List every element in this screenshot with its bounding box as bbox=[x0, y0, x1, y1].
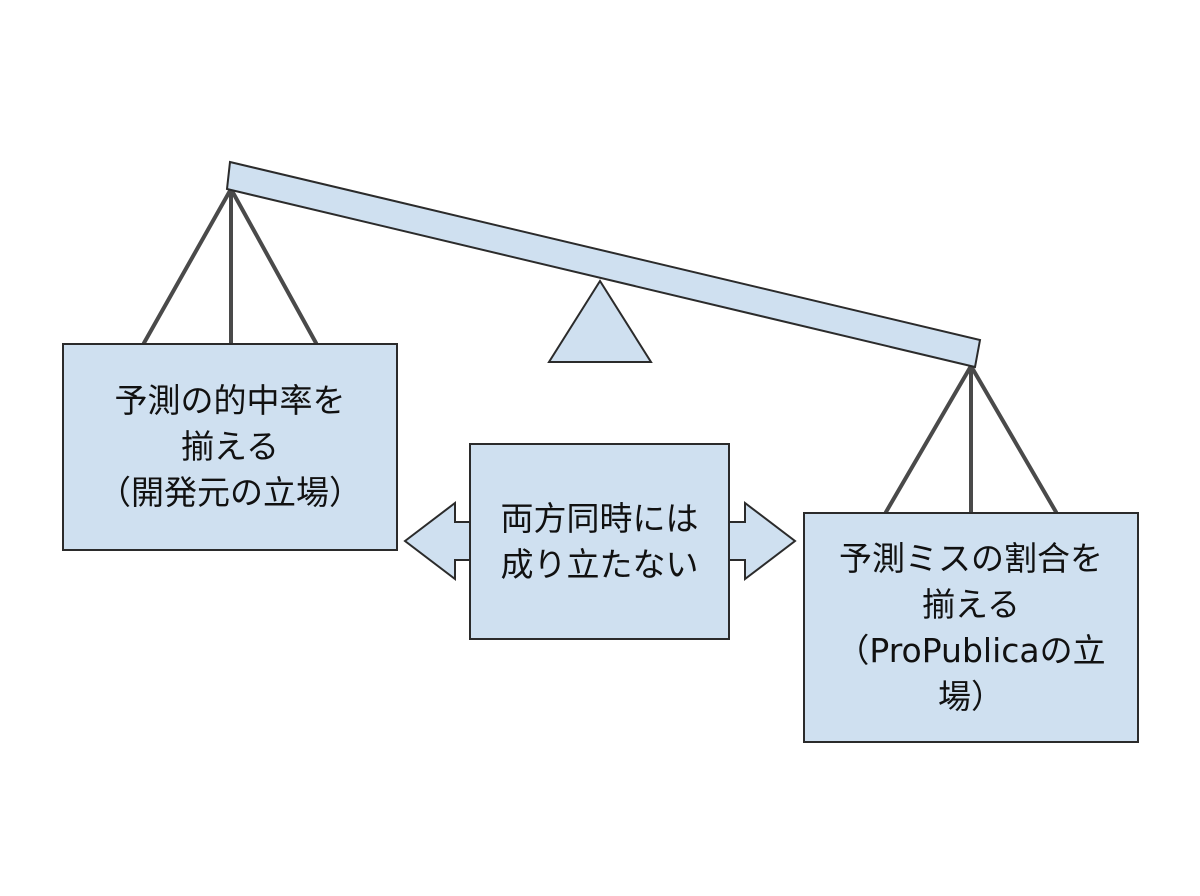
left-box-line-1: 予測の的中率を bbox=[114, 381, 346, 420]
right-box-propublica-view: 予測ミスの割合を 揃える （ProPublicaの立 場） bbox=[803, 512, 1139, 743]
left-strings bbox=[142, 187, 318, 345]
right-box-line-4: 場） bbox=[938, 676, 1004, 716]
center-box-line-1: 両方同時には bbox=[500, 498, 699, 538]
left-box-line-2: 揃える bbox=[180, 427, 279, 466]
fulcrum-triangle-icon bbox=[547, 279, 653, 363]
balance-beam bbox=[225, 160, 982, 369]
left-box-line-3: （開発元の立場） bbox=[98, 473, 362, 512]
center-box-tradeoff: 両方同時には 成り立たない bbox=[469, 443, 730, 640]
right-box-line-3: （ProPublicaの立 bbox=[836, 630, 1106, 670]
right-box-line-2: 揃える bbox=[921, 584, 1020, 624]
center-box-line-2: 成り立たない bbox=[500, 544, 699, 584]
right-box-line-1: 予測ミスの割合を bbox=[839, 538, 1103, 578]
right-strings bbox=[884, 364, 1058, 514]
left-box-developer-view: 予測の的中率を 揃える （開発元の立場） bbox=[62, 343, 398, 551]
